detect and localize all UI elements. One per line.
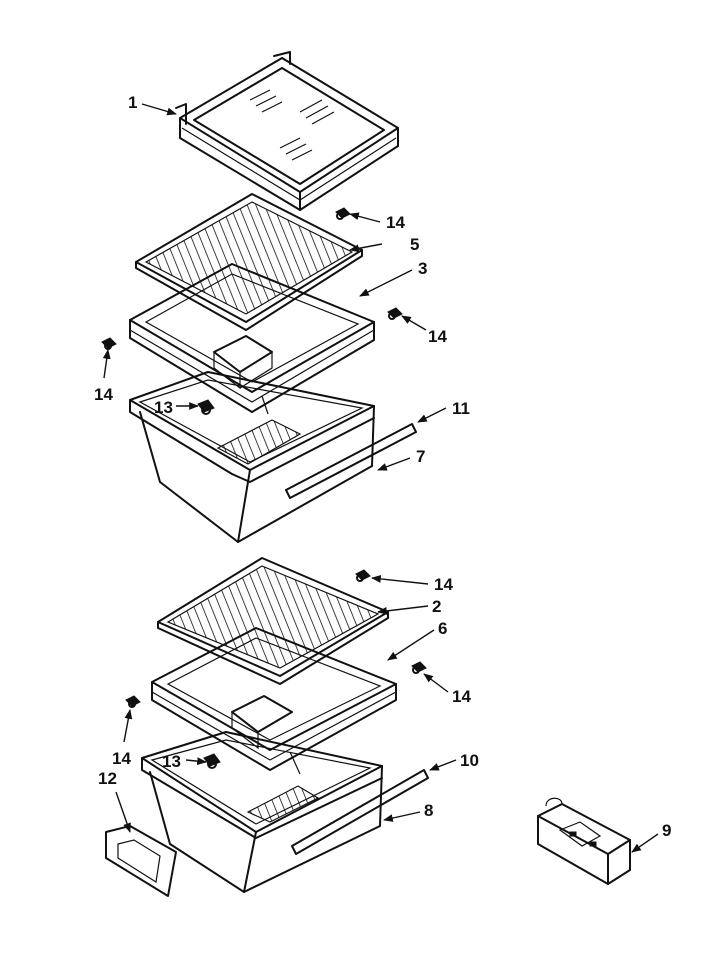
leader-lines (102, 103, 659, 853)
fastener-14-c (101, 337, 117, 350)
part-2-crisper-cover-grid (157, 557, 389, 685)
fastener-14-f (125, 695, 141, 708)
callout-10: 10 (460, 751, 479, 770)
callout-3: 3 (418, 259, 427, 278)
fastener-13-a (197, 399, 215, 415)
fastener-14-d (355, 569, 371, 582)
part-1-glass-shelf (175, 51, 399, 211)
fastener-14-a (335, 207, 351, 220)
part-8-crisper-pan (141, 731, 429, 893)
callout-14-b: 14 (428, 327, 447, 346)
callout-14-c: 14 (94, 385, 113, 404)
callout-9: 9 (662, 821, 671, 840)
part-12-label-plate (105, 825, 177, 897)
part-9-door-bin (537, 797, 631, 885)
part-7-crisper-pan (129, 371, 417, 543)
callout-7: 7 (416, 447, 425, 466)
callout-14-a: 14 (386, 213, 405, 232)
callout-14-e: 14 (452, 687, 471, 706)
callout-12: 12 (98, 769, 117, 788)
callout-8: 8 (424, 801, 433, 820)
callout-13-top: 13 (154, 398, 173, 417)
fastener-14-e (411, 661, 427, 674)
callout-1: 1 (128, 93, 137, 112)
callout-5: 5 (410, 235, 419, 254)
callout-11: 11 (452, 399, 470, 418)
part-6-cover-frame (151, 627, 397, 771)
fastener-13-b (203, 753, 221, 769)
callout-13-bottom: 13 (162, 752, 181, 771)
callout-6: 6 (438, 619, 447, 638)
callout-2: 2 (432, 597, 441, 616)
callout-14-d: 14 (434, 575, 453, 594)
part-5-crisper-cover-grid (135, 193, 363, 331)
fastener-14-b (387, 307, 403, 320)
part-3-cover-frame (129, 263, 375, 413)
callout-14-f: 14 (112, 749, 131, 768)
